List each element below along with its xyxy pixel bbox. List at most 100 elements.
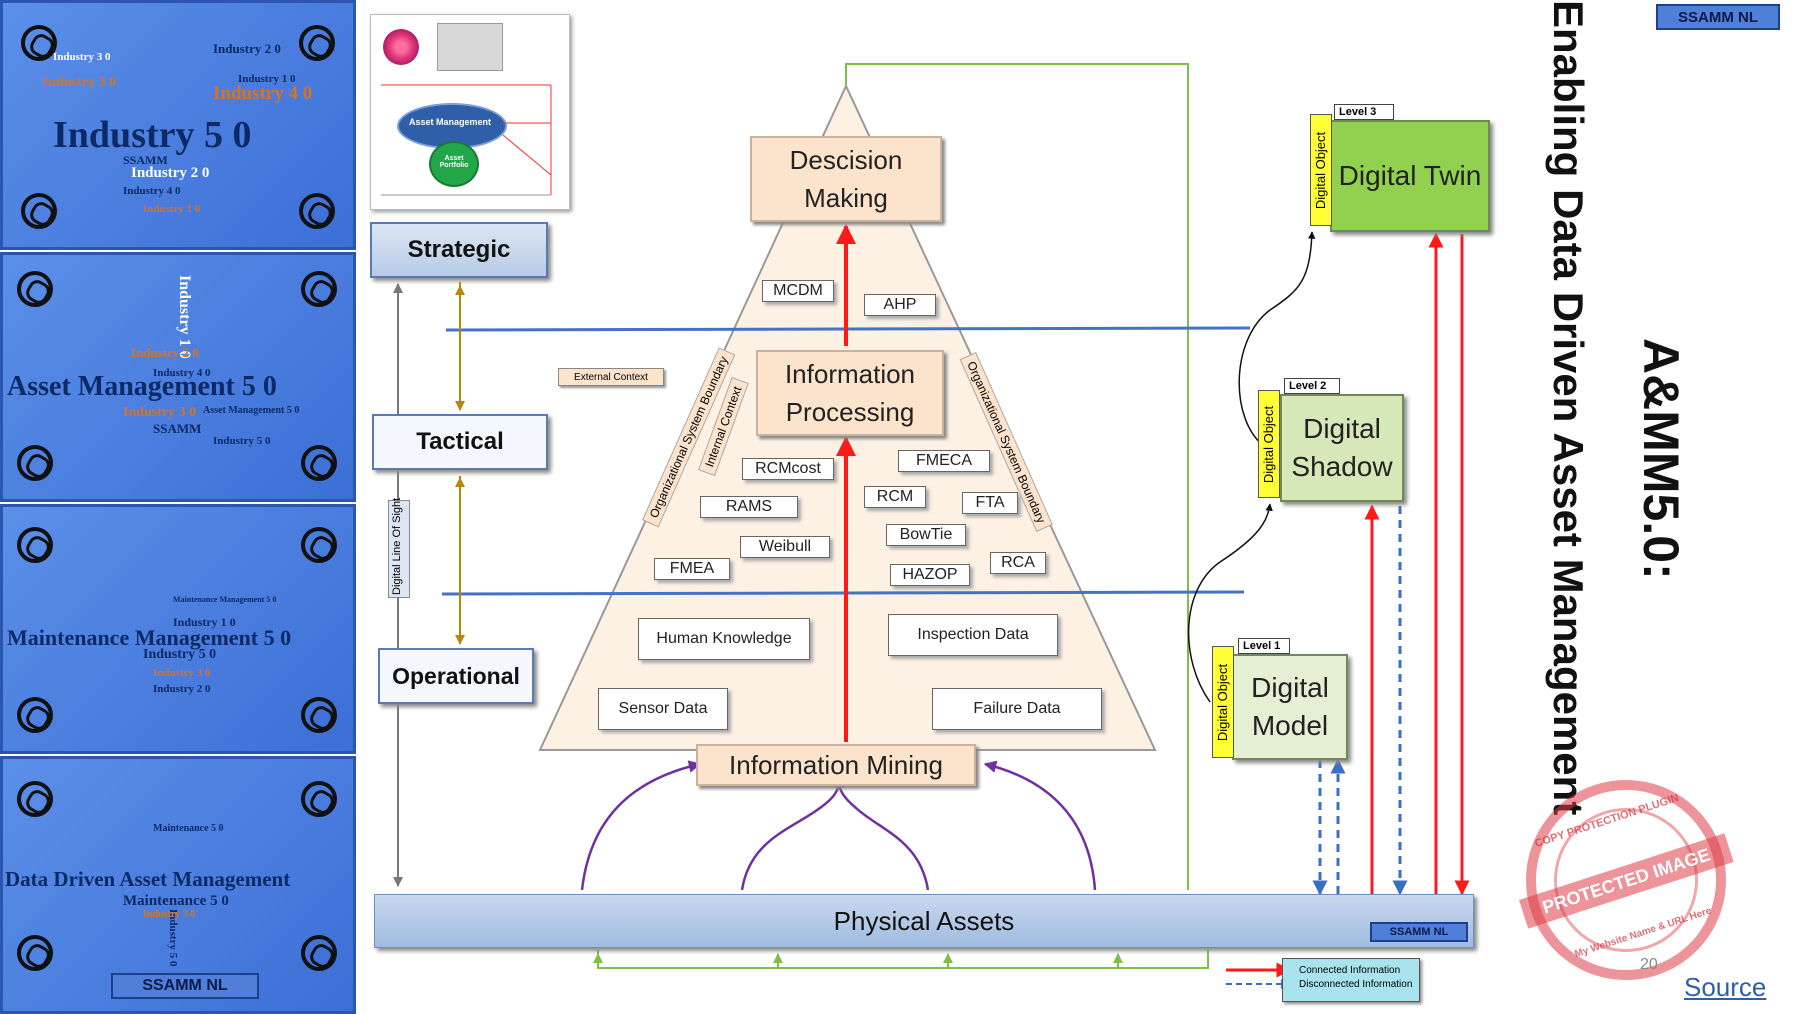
wordcloud-title: Maintenance Management 5 0 xyxy=(7,625,292,650)
ssamm-badge: SSAMM NL xyxy=(1370,922,1468,942)
level-1-tag: Level 1 xyxy=(1238,638,1290,654)
word: Industry 4 0 xyxy=(213,83,313,104)
information-processing-box: Information Processing xyxy=(756,350,944,436)
line-of-sight-box: Digital Line Of Sight xyxy=(388,497,410,598)
ssamm-badge: SSAMM NL xyxy=(111,973,259,999)
word: Industry 1 0 xyxy=(173,615,236,629)
external-context-label: External Context xyxy=(558,368,664,386)
openai-logo-icon xyxy=(17,271,53,307)
wordcloud-panel-data-driven: Maintenance 5 0 Industry 5 0 Industry 3 … xyxy=(0,756,356,1014)
tool-box: HAZOP xyxy=(890,564,970,586)
word: Industry 3 0 xyxy=(43,75,117,90)
tool-box: RAMS xyxy=(700,496,798,518)
digital-object-tag: Digital Object xyxy=(1310,114,1332,226)
word: Industry 4 0 xyxy=(123,185,181,197)
word: SSAMM xyxy=(153,421,202,436)
data-source-box: Inspection Data xyxy=(888,614,1058,656)
tactical-level: Tactical xyxy=(372,414,548,470)
thumbnail-target-icon xyxy=(383,29,419,65)
tool-box: RCMcost xyxy=(742,458,834,480)
tool-box: MCDM xyxy=(762,280,834,302)
word: Industry 1 0 xyxy=(143,203,201,215)
openai-logo-icon xyxy=(17,781,53,817)
line-of-sight-label: Digital Line Of Sight xyxy=(391,497,403,595)
digital-object-label: Digital Object xyxy=(1215,663,1231,741)
openai-logo-icon xyxy=(301,271,337,307)
wordcloud-panel-maintenance: Industry 1 0 Industry 5 0 Industry 3 0 M… xyxy=(0,504,356,754)
thumbnail-center-label: Asset Management xyxy=(409,117,492,127)
digital-model-box: Digital Model xyxy=(1232,654,1348,760)
title-line-2: Enabling Data Driven Asset Management xyxy=(1545,0,1592,816)
word: Industry 3 0 xyxy=(153,667,211,679)
tool-box: FTA xyxy=(962,492,1018,514)
digital-shadow-box: Digital Shadow xyxy=(1280,394,1404,502)
word: Industry 4 0 xyxy=(153,367,211,379)
word: Industry 2 0 xyxy=(131,165,210,181)
tool-box: FMECA xyxy=(898,450,990,472)
openai-logo-icon xyxy=(301,781,337,817)
digital-object-label: Digital Object xyxy=(1261,405,1277,483)
source-link[interactable]: Source xyxy=(1684,972,1767,1002)
word: Industry 2 0 xyxy=(213,41,281,56)
word: Industry 2 0 xyxy=(153,683,211,695)
word: Industry 5 0 xyxy=(213,435,271,447)
information-mining-box: Information Mining xyxy=(696,744,976,786)
data-source-box: Human Knowledge xyxy=(638,618,810,660)
word: Maintenance 5 0 xyxy=(123,893,229,909)
level-2-tag: Level 2 xyxy=(1284,378,1340,394)
wordcloud-panel-asset-management: Industry 1 0 Industry 2 0 Industry 3 0 S… xyxy=(0,252,356,502)
data-source-box: Sensor Data xyxy=(598,688,728,730)
thumbnail-lines xyxy=(381,84,552,196)
wordcloud-panel-industry: Industry 3 0 Industry 2 0 Industry 1 0 I… xyxy=(0,0,356,250)
digital-object-tag: Digital Object xyxy=(1212,646,1234,758)
thumbnail-inner-label: Asset Portfolio xyxy=(439,155,469,169)
word: Industry 1 0 xyxy=(238,73,296,85)
legend-connected-label: Connected Information xyxy=(1299,965,1401,976)
openai-logo-icon xyxy=(17,697,53,733)
openai-logo-icon xyxy=(17,527,53,563)
word: Industry 3 0 xyxy=(123,405,197,420)
legend-disconnected-label: Disconnected Information xyxy=(1299,979,1413,990)
physical-assets-bar: Physical Assets xyxy=(374,894,1474,948)
openai-logo-icon xyxy=(21,193,57,229)
operational-level: Operational xyxy=(378,648,534,704)
openai-logo-icon xyxy=(17,445,53,481)
wordcloud-title: Industry 5 0 xyxy=(53,114,252,156)
openai-logo-icon xyxy=(301,935,337,971)
tool-box: RCA xyxy=(990,552,1046,574)
word: Asset Management 5 0 xyxy=(203,405,300,416)
openai-logo-icon xyxy=(301,697,337,733)
strategic-level: Strategic xyxy=(370,222,548,278)
ssamm-header-badge: SSAMM NL xyxy=(1656,4,1780,30)
legend-box: Connected Information Disconnected Infor… xyxy=(1282,958,1420,1002)
level-3-tag: Level 3 xyxy=(1334,104,1394,120)
word: Industry 3 0 xyxy=(53,51,111,63)
digital-twin-box: Digital Twin xyxy=(1330,120,1490,232)
word: Industry 2 0 xyxy=(131,345,199,360)
openai-logo-icon xyxy=(299,193,335,229)
openai-logo-icon xyxy=(299,25,335,61)
page-number: 20 xyxy=(1640,956,1658,973)
thumbnail-image: Asset Management Asset Portfolio xyxy=(370,14,570,210)
data-source-box: Failure Data xyxy=(932,688,1102,730)
tool-box: Weibull xyxy=(740,536,830,558)
tool-box: AHP xyxy=(864,294,936,316)
tool-box: RCM xyxy=(864,486,926,508)
wordcloud-title: Asset Management 5 0 xyxy=(7,371,277,402)
openai-logo-icon xyxy=(21,25,57,61)
openai-logo-icon xyxy=(301,445,337,481)
wordcloud-title: Data Driven Asset Management xyxy=(5,867,291,891)
tool-box: FMEA xyxy=(654,558,730,580)
thumbnail-portfolio-circle: Asset Portfolio xyxy=(429,141,479,187)
openai-logo-icon xyxy=(301,527,337,563)
thumbnail-photo xyxy=(437,23,503,71)
digital-object-tag: Digital Object xyxy=(1258,390,1280,498)
word: Industry 5 0 xyxy=(143,647,217,662)
word: Maintenance Management 5 0 xyxy=(173,595,277,604)
decision-making-box: Descision Making xyxy=(750,136,942,222)
word: SSAMM xyxy=(123,153,168,167)
title-line-1: A&MM5.0: xyxy=(1633,338,1689,580)
word: Maintenance 5 0 xyxy=(153,823,224,834)
word: Industry 3 0 xyxy=(143,909,196,920)
openai-logo-icon xyxy=(17,935,53,971)
